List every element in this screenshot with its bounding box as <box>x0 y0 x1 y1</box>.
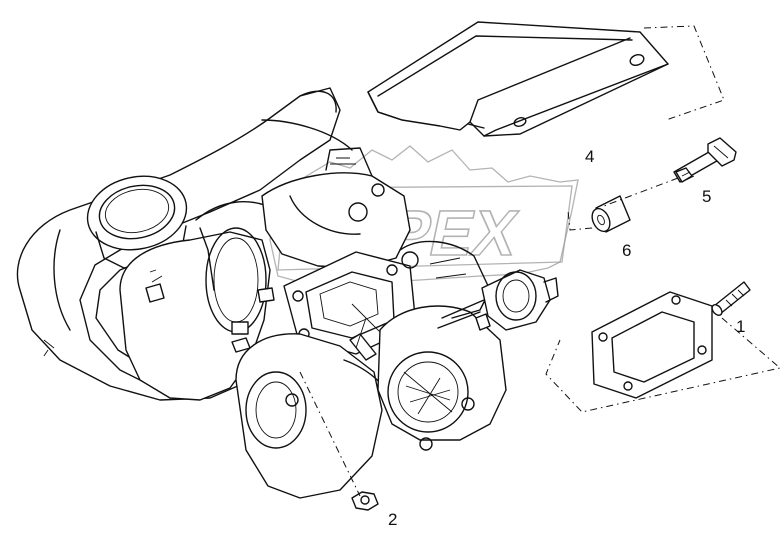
nut-part-2 <box>351 491 379 511</box>
bolt-part-5 <box>673 137 737 183</box>
leader-lines <box>299 25 782 497</box>
callout-4: 4 <box>585 147 594 166</box>
callout-6: 6 <box>622 241 631 260</box>
compressor-housing <box>119 201 301 401</box>
callout-2: 2 <box>388 510 397 529</box>
turbine-wheel-housing <box>377 240 507 451</box>
center-bearing-housing <box>261 147 411 269</box>
stud-part-1 <box>711 281 751 316</box>
wastegate-actuator <box>437 269 559 331</box>
spacer-sleeve-part-6 <box>591 195 631 233</box>
gasket <box>591 291 713 399</box>
callout-1: 1 <box>736 317 745 336</box>
heat-shield <box>367 21 669 137</box>
callout-5: 5 <box>702 187 711 206</box>
